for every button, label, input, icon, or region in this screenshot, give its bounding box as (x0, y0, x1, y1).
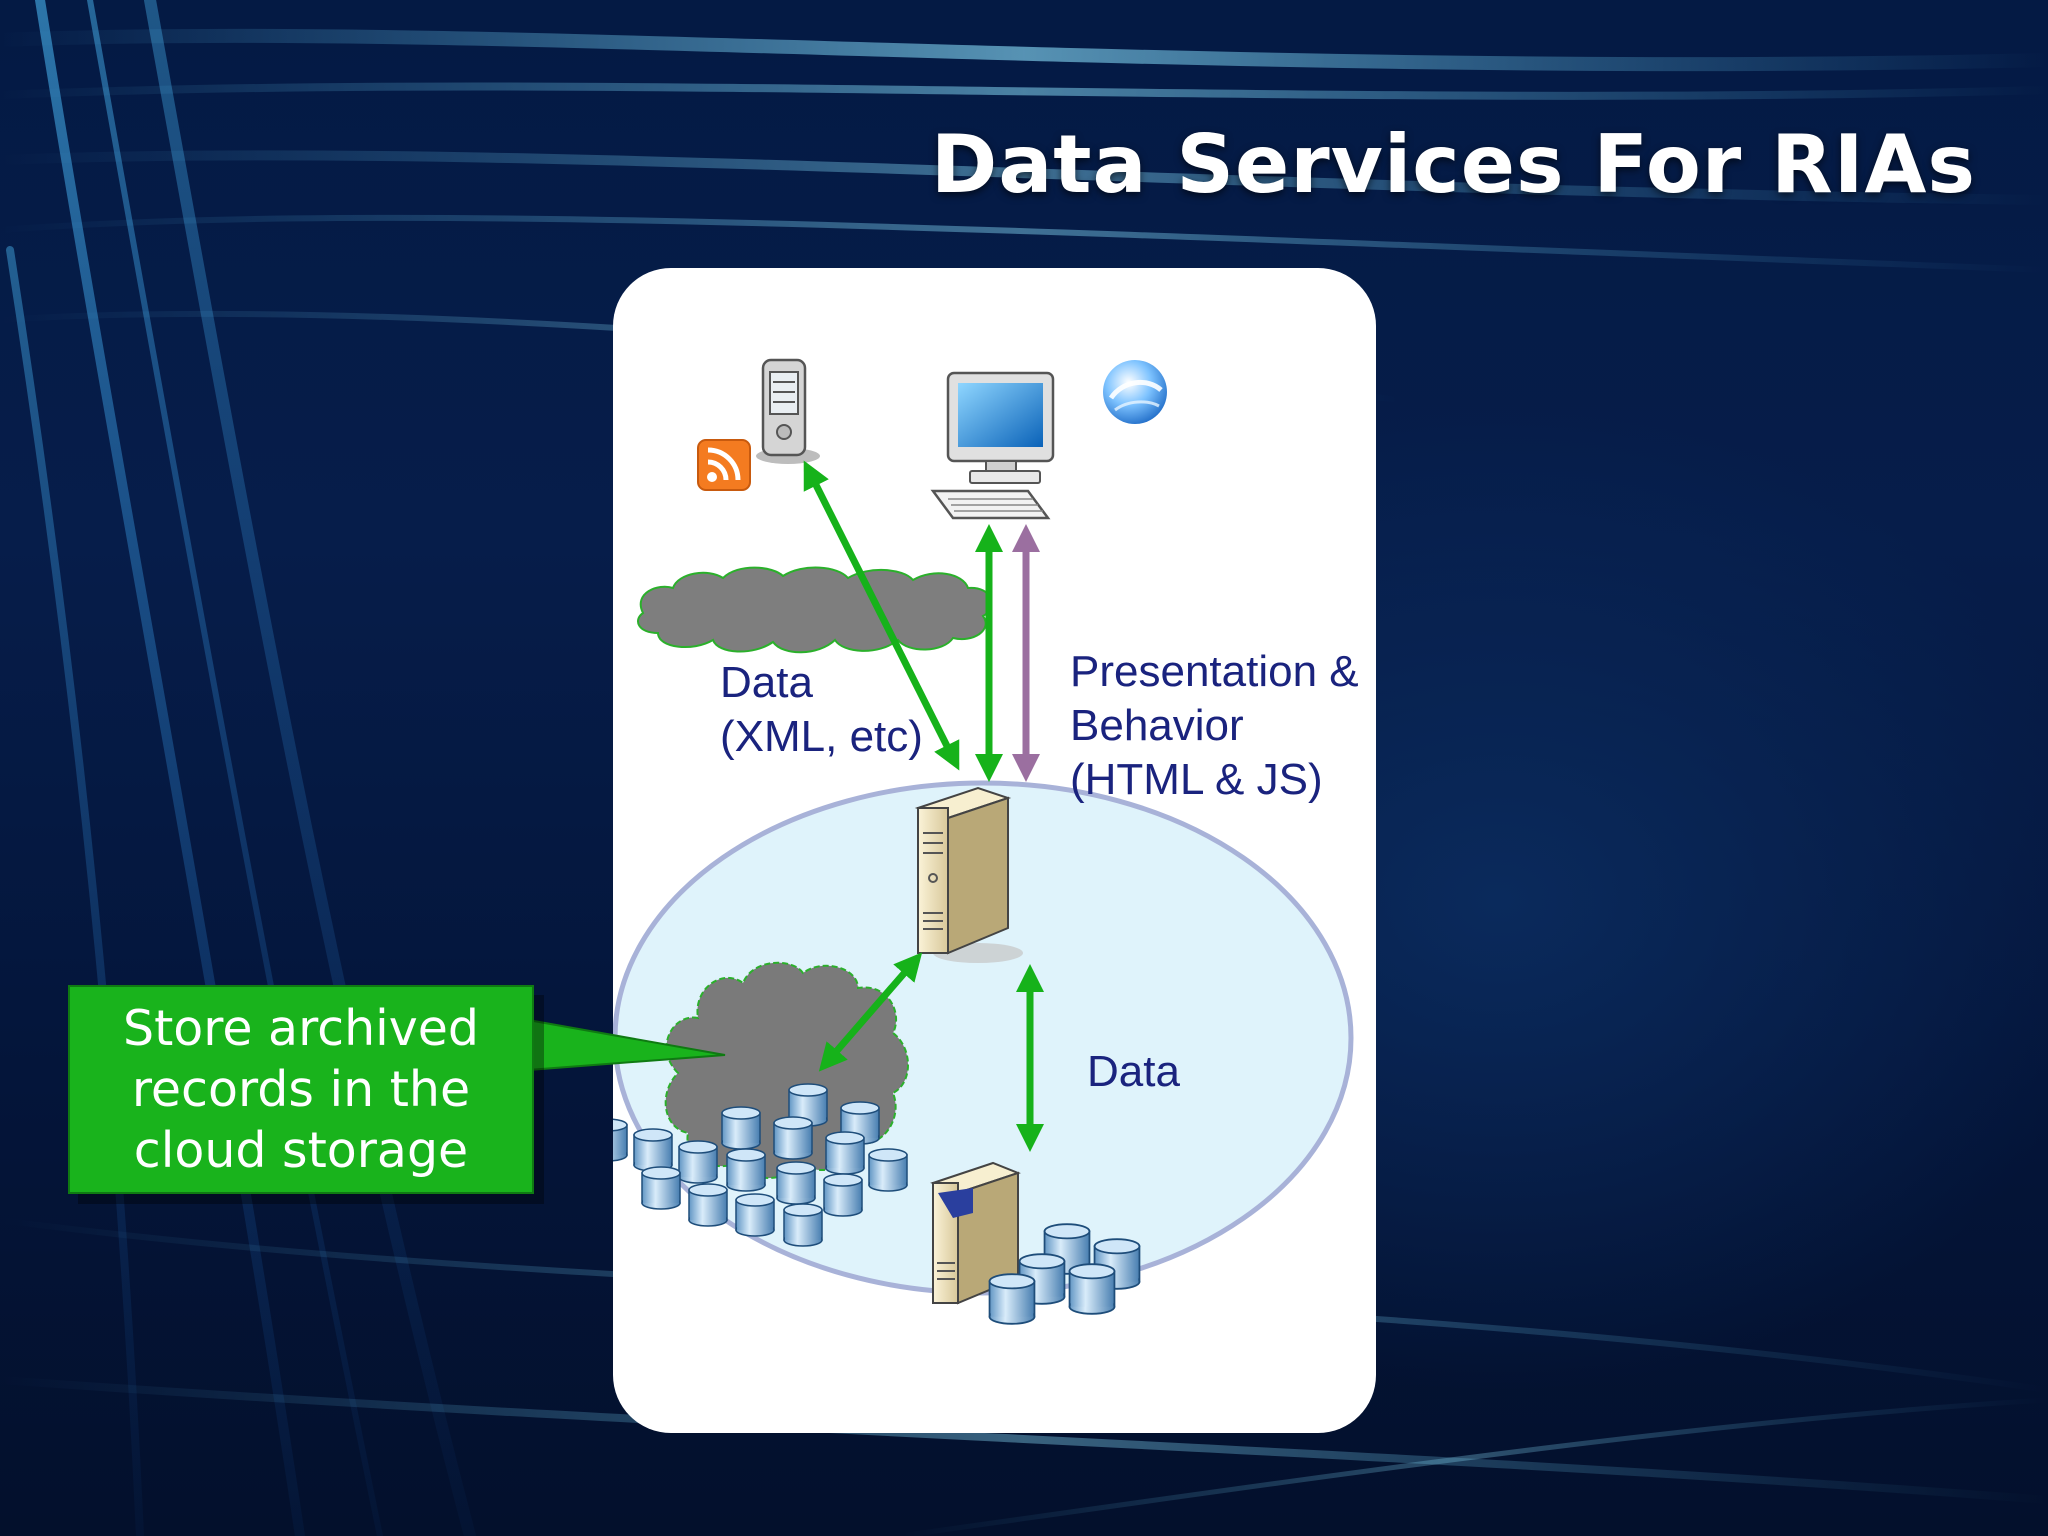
label-presentation-behavior: Presentation & Behavior (HTML & JS) (1070, 645, 1359, 807)
callout-line1: Store archived (122, 1000, 480, 1057)
data-arrow-mobile (803, 460, 960, 771)
database-server-icon (930, 1161, 1021, 1305)
silverlight-logo-icon (1103, 360, 1167, 424)
desktop-computer-icon (930, 371, 1055, 520)
data-arrow-cloud-storage (818, 952, 923, 1072)
label-data-xml-line1: Data (720, 658, 813, 707)
callout-line2: records in the (131, 1061, 471, 1118)
architecture-diagram (613, 358, 1354, 1325)
callout-line3: cloud storage (133, 1122, 469, 1179)
label-data-xml: Data (XML, etc) (720, 656, 923, 764)
rss-feed-icon (697, 439, 751, 491)
label-data-bottom: Data (1087, 1047, 1180, 1096)
label-presentation-line2: Behavior (1070, 701, 1244, 750)
label-presentation-line3: (HTML & JS) (1070, 755, 1323, 804)
label-presentation-line1: Presentation & (1070, 647, 1359, 696)
label-data-xml-line2: (XML, etc) (720, 712, 923, 761)
slide-title: Data Services For RIAs (930, 118, 1976, 211)
internet-cloud (637, 566, 993, 654)
mobile-device-icon (756, 358, 820, 464)
callout-box: Store archived records in the cloud stor… (68, 985, 534, 1194)
web-server-icon (914, 786, 1023, 963)
